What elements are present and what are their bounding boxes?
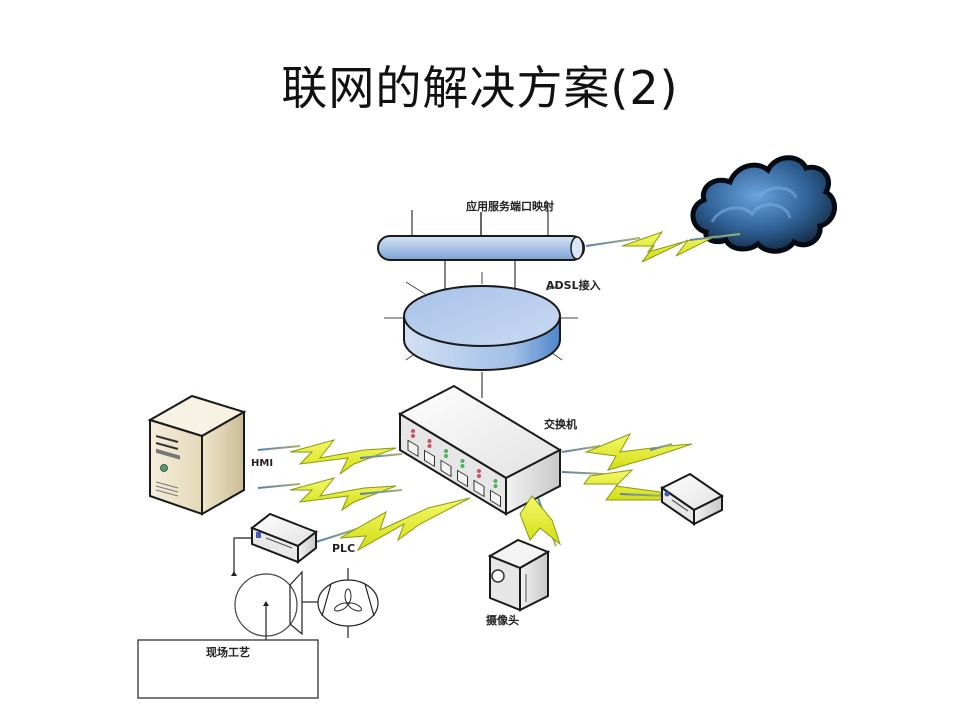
wireless-link-plc-switch (315, 497, 471, 552)
switch-port (407, 439, 419, 458)
field-process-equipment: 现场工艺 (137, 537, 379, 699)
port-mapping-label: 应用服务端口映射 (466, 199, 554, 213)
wireless-link-hmi-switch-1 (257, 439, 403, 475)
wireless-link-switch-camera (519, 495, 562, 547)
lightning-bolt-icon (584, 432, 693, 471)
network-switch: 交换机 (397, 384, 577, 516)
plc-label: PLC (332, 542, 355, 555)
fan-icon (317, 568, 379, 638)
switch-port (440, 459, 452, 478)
switch-port (424, 449, 435, 468)
field-process-label: 现场工艺 (206, 645, 250, 659)
plc-device: PLC (249, 512, 355, 565)
switch-port (457, 469, 468, 488)
switch-port-led (460, 464, 465, 468)
switch-port-led (427, 439, 432, 443)
wireless-link-switch-remote-2 (561, 469, 667, 501)
switch-port (490, 489, 501, 508)
port-mapping-bus: 应用服务端口映射 (377, 199, 585, 290)
adsl-router: ADSL接入 (384, 272, 601, 398)
slide-title: 联网的解决方案(2) (281, 61, 679, 115)
internet-cloud (690, 155, 837, 254)
lightning-bolt-icon (289, 477, 397, 512)
switch-port-led (477, 469, 481, 473)
lightning-bolt-icon (339, 497, 471, 552)
wireless-link-hmi-switch-2 (257, 477, 403, 512)
wireless-link-bus-cloud (585, 231, 741, 263)
camera: 摄像头 (486, 538, 551, 627)
pump-icon (234, 570, 303, 640)
remote-device (660, 472, 724, 526)
lightning-bolt-icon (519, 495, 562, 546)
lightning-bolt-icon (289, 439, 397, 475)
field-process-box (137, 639, 319, 699)
pipe-bus-icon (377, 235, 585, 261)
camera-label: 摄像头 (486, 613, 519, 627)
switch-port-led (444, 449, 448, 453)
switch-ports (407, 429, 501, 508)
switch-port-led (477, 474, 481, 478)
switch-port-led (411, 434, 415, 438)
switch-port-led (460, 459, 465, 463)
hmi-server: HMI (147, 394, 273, 516)
switch-port-led (411, 429, 415, 433)
wireless-link-switch-remote-1 (561, 432, 693, 471)
switch-port-led (493, 479, 498, 483)
server-tower-icon (149, 418, 203, 516)
switch-port (473, 479, 485, 498)
switch-port-led (427, 444, 432, 448)
adsl-label: ADSL接入 (546, 278, 601, 292)
switch-label: 交换机 (544, 417, 577, 431)
lightning-bolt-icon (621, 231, 717, 263)
switch-port-led (444, 454, 448, 458)
switch-port-led (493, 484, 498, 488)
hmi-label: HMI (251, 458, 273, 469)
